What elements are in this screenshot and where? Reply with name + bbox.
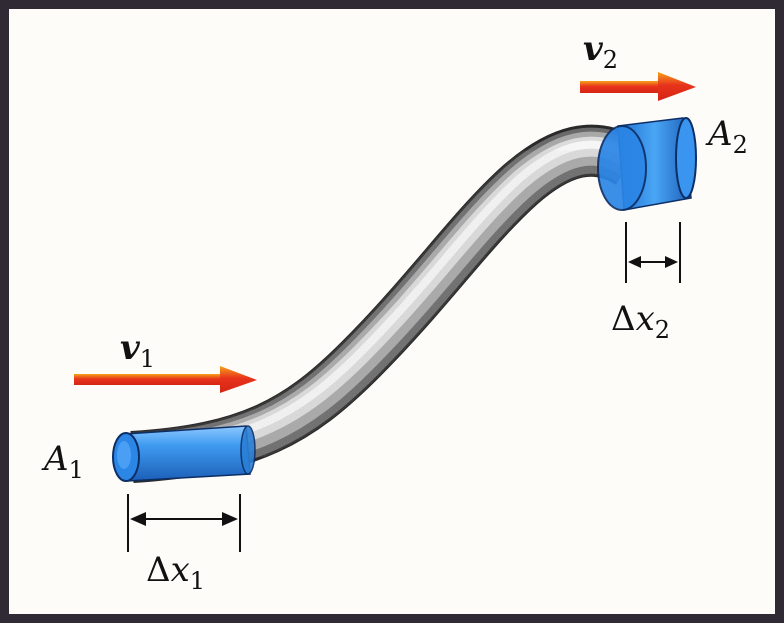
pipe: [130, 124, 645, 483]
label-dx1: Δx1: [146, 550, 205, 595]
arrow-v2-icon: [580, 72, 696, 101]
dimension-dx2-icon: [625, 222, 681, 283]
arrow-v1-icon: [74, 366, 257, 393]
label-v1: v1: [120, 328, 155, 373]
label-a1: A1: [41, 439, 84, 484]
dimension-dx1-icon: [127, 494, 241, 552]
cross-section-a2: [597, 117, 697, 211]
cross-section-a1: [112, 425, 256, 482]
label-a2: A2: [705, 114, 748, 159]
label-dx2: Δx2: [611, 299, 670, 344]
label-v2: v2: [583, 29, 618, 74]
